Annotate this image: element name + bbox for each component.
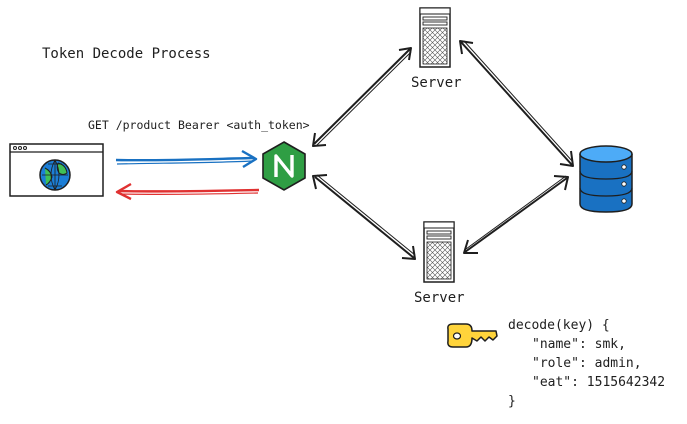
server-top-icon — [419, 7, 451, 68]
code-close-line: } — [508, 394, 516, 409]
key-icon — [447, 323, 498, 348]
server-bottom-label: Server — [414, 290, 465, 306]
arrow-server-top-database — [459, 40, 574, 167]
diagram-title: Token Decode Process — [42, 46, 211, 62]
request-arrow — [115, 149, 258, 169]
server-bottom-icon — [423, 221, 455, 283]
code-name-line: "name": smk, — [532, 337, 626, 352]
code-open-line: decode(key) { — [508, 318, 610, 333]
arrow-server-bottom-database — [463, 175, 569, 254]
nginx-hexagon-icon — [262, 141, 306, 191]
server-top-label: Server — [411, 75, 462, 91]
response-arrow — [115, 182, 260, 201]
code-role-line: "role": admin, — [532, 356, 642, 371]
globe-icon — [39, 159, 71, 191]
request-label: GET /product Bearer <auth_token> — [88, 118, 310, 132]
arrow-nginx-server-top — [312, 47, 412, 147]
arrow-nginx-server-bottom — [312, 174, 416, 260]
code-eat-line: "eat": 1515642342 — [532, 375, 666, 390]
database-icon — [579, 145, 633, 213]
browser-window-icon — [9, 143, 104, 197]
